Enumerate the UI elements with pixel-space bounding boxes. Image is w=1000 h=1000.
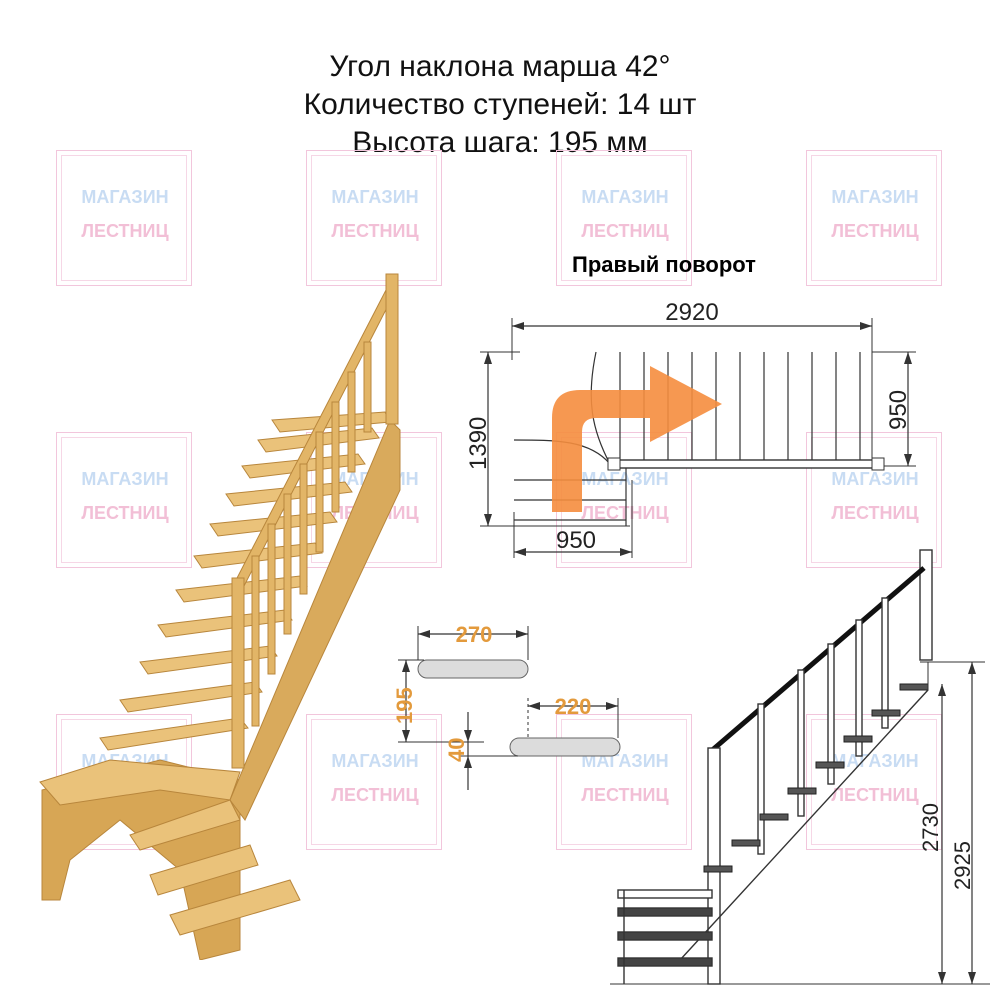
plan-landing-width-label: 950: [556, 527, 596, 554]
total-height-label: 2925: [950, 841, 975, 890]
plan-flight-width-label: 950: [885, 390, 912, 430]
main-stringer: [229, 419, 401, 821]
newel-post-bottom: [231, 577, 245, 769]
turn-direction-label: Правый поворот: [572, 252, 756, 277]
spec-angle: Угол наклона марша 42°: [329, 50, 671, 83]
spec-step-height: Высота шага: 195 мм: [352, 126, 648, 159]
plan-stringer: [609, 459, 881, 469]
tread-going-label: 220: [555, 694, 592, 719]
elevation-balusters: [757, 597, 889, 855]
staircase-illustration: [39, 273, 401, 960]
elevation-view-diagram: 2730 2925: [610, 549, 990, 985]
tread-depth-label: 270: [456, 622, 493, 647]
tread-thickness-label: 40: [444, 738, 469, 762]
floor-height-label: 2730: [918, 803, 943, 852]
lower-tread: [509, 737, 621, 757]
plan-width-label: 2920: [665, 300, 718, 326]
winder-step: [129, 799, 241, 851]
balusters: [251, 341, 372, 727]
plan-view-diagram: 2920 1390 950 950: [465, 300, 916, 558]
winder-step: [169, 879, 301, 936]
upper-tread: [417, 659, 529, 679]
plan-depth-label: 1390: [465, 417, 492, 470]
elevation-winder-block: [617, 889, 713, 984]
top-newel-post: [919, 549, 933, 661]
turn-arrow-icon: [552, 366, 722, 512]
spec-steps: Количество ступеней: 14 шт: [303, 88, 697, 121]
tread-detail-diagram: 270 195 220 40: [392, 622, 621, 790]
newel-post-top: [385, 273, 399, 425]
elevation-handrail: [708, 566, 926, 754]
winder-step: [149, 844, 259, 896]
elevation-treads: [681, 683, 929, 899]
tread-rise-label: 195: [392, 687, 417, 724]
